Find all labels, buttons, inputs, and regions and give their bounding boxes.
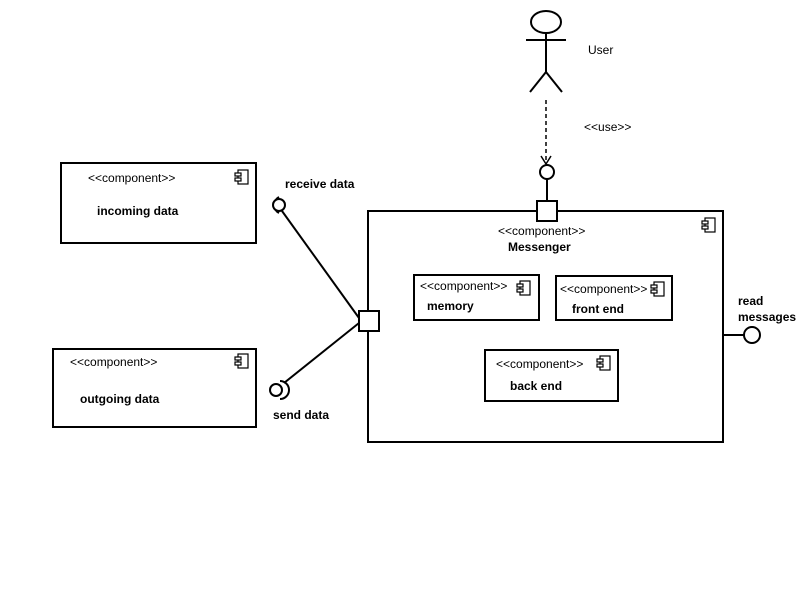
send-data-connector — [283, 322, 360, 384]
outgoing-stereotype: <<component>> — [70, 355, 158, 369]
back-end-name: back end — [510, 379, 563, 393]
send-data-label: send data — [273, 408, 330, 422]
back-end-component-icon — [596, 355, 611, 371]
front-end-name: front end — [572, 302, 624, 316]
use-dependency-arrowhead — [540, 155, 552, 166]
messenger-left-port — [358, 310, 380, 332]
memory-component — [413, 274, 540, 321]
incoming-data-name: incoming data — [97, 204, 179, 218]
back-end-component — [484, 349, 619, 402]
receive-data-label: receive data — [285, 177, 355, 191]
send-data-socket — [279, 380, 290, 400]
messenger-stereotype: <<component>> — [498, 224, 586, 238]
incoming-component-icon — [234, 169, 249, 185]
actor-head — [530, 10, 562, 34]
messenger-top-port-overlay — [536, 200, 558, 222]
read-messages-label-line1: read — [738, 294, 764, 308]
use-stereotype-label: <<use>> — [584, 120, 632, 134]
user-actor-label: User — [588, 43, 614, 57]
outgoing-data-component — [52, 348, 257, 428]
user-interface-lollipop — [539, 164, 555, 180]
receive-data-connector — [281, 210, 360, 319]
send-data-ball — [269, 383, 283, 397]
memory-name: memory — [427, 299, 474, 313]
read-messages-label-line2: messages — [738, 310, 797, 324]
back-end-stereotype: <<component>> — [496, 357, 584, 371]
receive-data-ball — [272, 198, 286, 212]
outgoing-component-icon — [234, 353, 249, 369]
actor-right-leg — [545, 71, 563, 93]
read-messages-ball — [743, 326, 761, 344]
incoming-stereotype: <<component>> — [88, 171, 176, 185]
front-end-component-icon — [650, 281, 665, 297]
messenger-component-icon — [701, 217, 716, 233]
actor-left-leg — [529, 71, 547, 93]
messenger-name: Messenger — [508, 240, 571, 254]
front-end-stereotype: <<component>> — [560, 282, 648, 296]
memory-stereotype: <<component>> — [420, 279, 508, 293]
user-actor — [526, 10, 566, 93]
front-end-component — [555, 275, 673, 321]
outgoing-data-name: outgoing data — [80, 392, 160, 406]
incoming-data-component — [60, 162, 257, 244]
memory-component-icon — [516, 280, 531, 296]
